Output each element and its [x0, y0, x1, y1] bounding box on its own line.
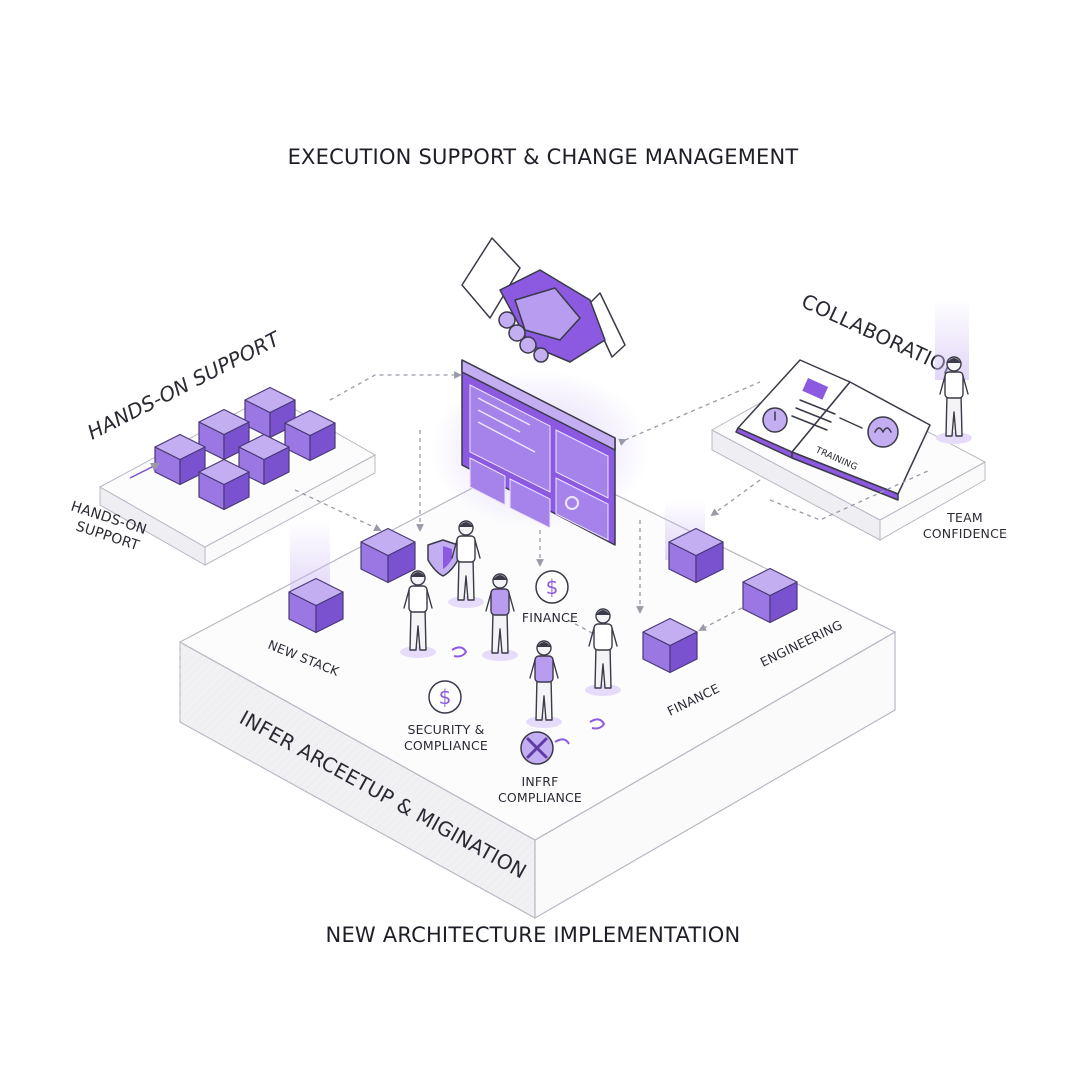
- dollar-icon: $: [535, 570, 569, 604]
- svg-text:$: $: [439, 685, 452, 709]
- cube-icon: [360, 527, 416, 584]
- team-confidence-label-1: TEAM: [946, 510, 983, 525]
- team-confidence-label-2: CONFIDENCE: [923, 526, 1007, 541]
- cube-icon: [198, 458, 250, 511]
- svg-text:$: $: [546, 575, 559, 599]
- cube-icon: [288, 577, 344, 634]
- security-label-2: COMPLIANCE: [404, 738, 488, 753]
- people-group: [400, 356, 972, 728]
- wrench-icon: [520, 731, 554, 765]
- cube-icon: [642, 617, 698, 674]
- infra-label-2: COMPLIANCE: [498, 790, 582, 805]
- hands-on-cube-cluster: [154, 386, 336, 511]
- infra-label-1: INFRF: [521, 774, 558, 789]
- flow-arrow: [451, 646, 468, 658]
- flow-arrow: [589, 718, 606, 730]
- person-icon: [400, 570, 436, 658]
- finance-people-label: FINANCE: [522, 610, 578, 625]
- person-icon: [936, 356, 972, 444]
- top-title: EXECUTION SUPPORT & CHANGE MANAGEMENT: [288, 145, 799, 169]
- handshake-icon: [461, 237, 626, 363]
- person-icon: [448, 520, 484, 608]
- platform-cube-group: [288, 527, 798, 674]
- shield-icon: [427, 539, 459, 577]
- person-icon: [526, 640, 562, 728]
- security-label-1: SECURITY &: [407, 722, 484, 737]
- dollar-icon: $: [428, 680, 462, 714]
- person-icon: [482, 573, 518, 661]
- cube-icon: [284, 409, 336, 462]
- cube-icon: [668, 527, 724, 584]
- bottom-title: NEW ARCHITECTURE IMPLEMENTATION: [326, 923, 741, 947]
- open-book-icon: TRAINING: [735, 359, 931, 501]
- cube-icon: [742, 567, 798, 624]
- person-icon: [585, 608, 621, 696]
- flow-arrow: [554, 738, 570, 745]
- dashboard-panel-icon: [461, 359, 616, 546]
